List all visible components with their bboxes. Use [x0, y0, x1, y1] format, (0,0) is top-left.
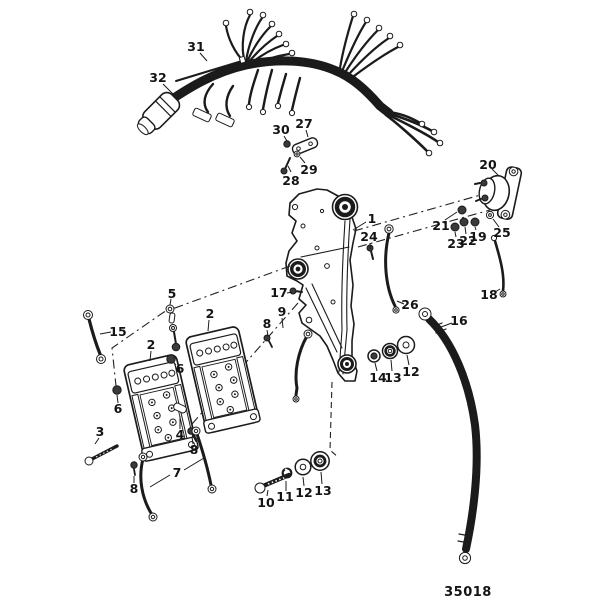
callout-19: 19 — [469, 229, 486, 244]
wiring-harness — [136, 8, 444, 157]
nut-21 — [457, 205, 467, 215]
callout-2-front: 2 — [147, 337, 156, 352]
battery-cable-16 — [418, 307, 481, 565]
harness-loom — [157, 56, 394, 118]
washer-25 — [485, 210, 495, 220]
callout-leader-lines — [94, 52, 501, 497]
callout-8-b: 8 — [190, 442, 199, 457]
lead-7-right — [191, 426, 217, 494]
callout-25: 25 — [493, 225, 510, 240]
ground-wire-9 — [292, 329, 313, 403]
harness-upper-right-wires — [338, 10, 404, 78]
callout-8-a: 8 — [263, 316, 272, 331]
callout-27: 27 — [295, 116, 312, 131]
nut-23 — [450, 222, 460, 232]
washer-13-lower — [310, 451, 330, 471]
callout-7: 7 — [173, 465, 182, 480]
nut-19 — [470, 217, 480, 227]
jumper-lead-15 — [83, 310, 106, 364]
nut-6-lower — [112, 385, 122, 395]
regulator-box-front — [121, 352, 200, 463]
callout-18: 18 — [480, 287, 497, 302]
callout-9: 9 — [278, 304, 287, 319]
lock-washer-11 — [281, 467, 293, 479]
callout-30: 30 — [272, 122, 290, 137]
nut-22 — [459, 217, 469, 227]
callout-14: 14 — [369, 370, 387, 385]
callout-31: 31 — [187, 39, 204, 54]
callout-21: 21 — [432, 218, 449, 233]
harness-lower-wires — [245, 68, 444, 157]
callout-23: 23 — [447, 236, 464, 251]
washer-12-upper — [396, 335, 416, 355]
callout-12-lower: 12 — [295, 485, 312, 500]
washer-12-lower — [294, 458, 312, 476]
pin-4 — [173, 402, 187, 414]
callout-6-lower: 6 — [114, 401, 123, 416]
callout-20: 20 — [479, 157, 497, 172]
lead-7-left — [138, 452, 158, 522]
starter-solenoid — [474, 166, 523, 220]
callout-22: 22 — [459, 233, 476, 248]
terminal-chain-5 — [165, 304, 181, 352]
callout-4: 4 — [176, 427, 185, 442]
regulator-box-rear — [183, 324, 262, 435]
callout-28: 28 — [282, 173, 299, 188]
drawing-number: 35018 — [444, 585, 492, 600]
callout-26: 26 — [401, 297, 419, 312]
callout-3: 3 — [96, 424, 105, 439]
wire-26 — [384, 224, 400, 314]
callout-12-upper: 12 — [402, 364, 419, 379]
screw-8-bracket — [263, 334, 273, 348]
grommet-left — [287, 258, 309, 280]
harness-clip-leads — [192, 82, 235, 128]
callout-17: 17 — [270, 285, 287, 300]
callout-8-c: 8 — [130, 481, 139, 496]
callout-13-upper: 13 — [384, 370, 401, 385]
callout-labels: 31 32 30 27 28 29 20 21 23 22 19 25 18 1… — [96, 39, 511, 510]
grommet-foot — [337, 354, 357, 374]
callout-5: 5 — [168, 286, 177, 301]
callout-29: 29 — [300, 162, 317, 177]
screw-3 — [84, 444, 119, 466]
callout-1: 1 — [368, 211, 377, 226]
callout-10: 10 — [257, 495, 275, 510]
clamp-hardware — [280, 137, 319, 175]
nut-6-upper — [166, 354, 176, 364]
grommet-top — [331, 193, 359, 221]
callout-16: 16 — [450, 313, 468, 328]
spacer-14 — [367, 349, 381, 363]
screw-8-front-box — [130, 461, 138, 476]
callout-2-rear: 2 — [206, 306, 215, 321]
callout-11: 11 — [276, 489, 293, 504]
callout-24: 24 — [360, 229, 378, 244]
callout-32: 32 — [149, 70, 166, 85]
harness-connector — [136, 91, 181, 136]
washer-13-upper — [381, 342, 399, 360]
callout-6-upper: 6 — [176, 361, 185, 376]
cable-tie — [175, 56, 246, 82]
callout-15: 15 — [109, 324, 126, 339]
callout-13-lower: 13 — [314, 483, 331, 498]
mounting-bracket — [285, 188, 359, 382]
wire-18 — [490, 234, 507, 298]
